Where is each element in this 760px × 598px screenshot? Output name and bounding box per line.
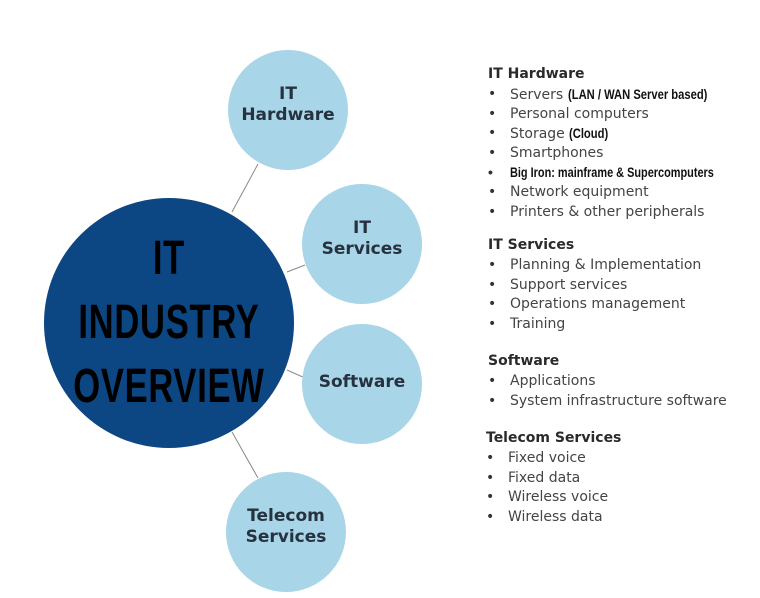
item-text: System infrastructure software — [510, 392, 727, 409]
list-item: Printers & other peripherals — [488, 203, 760, 223]
list-item: Wireless voice — [486, 488, 621, 508]
node-label: IT — [279, 84, 297, 104]
item-text: Smartphones — [510, 144, 604, 161]
connector-telecom — [231, 431, 259, 479]
center-circle: IT INDUSTRY OVERVIEW — [44, 198, 294, 448]
item-text: Big Iron: mainframe & Supercomputers — [510, 164, 714, 181]
node-software: Software — [302, 324, 422, 444]
item-text: Network equipment — [510, 183, 649, 200]
section-software: Software Applications System infrastruct… — [488, 353, 727, 411]
node-label: Services — [245, 527, 327, 547]
center-title-line: IT — [152, 232, 186, 285]
connector-hardware — [231, 163, 259, 213]
list-item: System infrastructure software — [488, 392, 727, 412]
section-it-hardware: IT Hardware Servers (LAN / WAN Server ba… — [488, 66, 760, 222]
node-label: Telecom — [247, 506, 325, 526]
list-item: Applications — [488, 372, 727, 392]
item-text: Training — [510, 315, 566, 332]
center-title-line: INDUSTRY — [78, 296, 260, 349]
list-item: Smartphones — [488, 144, 760, 164]
item-text: Planning & Implementation — [510, 257, 702, 273]
list-item: Support services — [488, 276, 701, 296]
list-item: Big Iron: mainframe & Supercomputers — [488, 163, 760, 183]
section-heading: IT Hardware — [488, 66, 585, 82]
list-item: Storage (Cloud) — [488, 124, 760, 144]
item-text: Printers & other peripherals — [510, 203, 705, 220]
item-text: Support services — [510, 276, 628, 293]
node-label: IT — [353, 218, 371, 238]
section-telecom-services: Telecom Services Fixed voice Fixed data … — [486, 430, 621, 527]
item-text: Operations management — [510, 296, 686, 313]
item-note: (Cloud) — [569, 125, 609, 142]
center-title: IT INDUSTRY OVERVIEW — [73, 227, 264, 419]
list-item: Planning & Implementation — [488, 256, 701, 276]
node-label: Hardware — [241, 105, 335, 125]
list-item: Fixed data — [486, 469, 621, 489]
list-item: Personal computers — [488, 105, 760, 125]
item-note: (LAN / WAN Server based) — [567, 86, 708, 102]
section-heading: Telecom Services — [486, 430, 622, 446]
item-text: Applications — [510, 373, 596, 389]
list-item: Fixed voice — [486, 449, 621, 469]
node-label: Software — [318, 372, 406, 392]
list-item: Wireless data — [486, 508, 621, 528]
section-heading: IT Services — [488, 237, 575, 253]
section-it-services: IT Services Planning & Implementation Su… — [488, 237, 701, 334]
item-text: Personal computers — [510, 105, 649, 122]
item-text: Fixed data — [508, 469, 581, 486]
section-heading: Software — [488, 353, 560, 369]
item-text: Fixed voice — [508, 450, 586, 466]
center-title-line: OVERVIEW — [73, 360, 265, 413]
item-text: Servers — [510, 87, 564, 103]
connector-services — [286, 264, 306, 273]
list-item: Network equipment — [488, 183, 760, 203]
list-item: Operations management — [488, 295, 701, 315]
node-label: Services — [321, 239, 403, 259]
item-text: Wireless voice — [508, 489, 609, 506]
list-item: Servers (LAN / WAN Server based) — [488, 85, 760, 105]
item-text: Storage — [510, 126, 565, 143]
list-item: Training — [488, 315, 701, 335]
item-text: Wireless data — [508, 508, 603, 525]
